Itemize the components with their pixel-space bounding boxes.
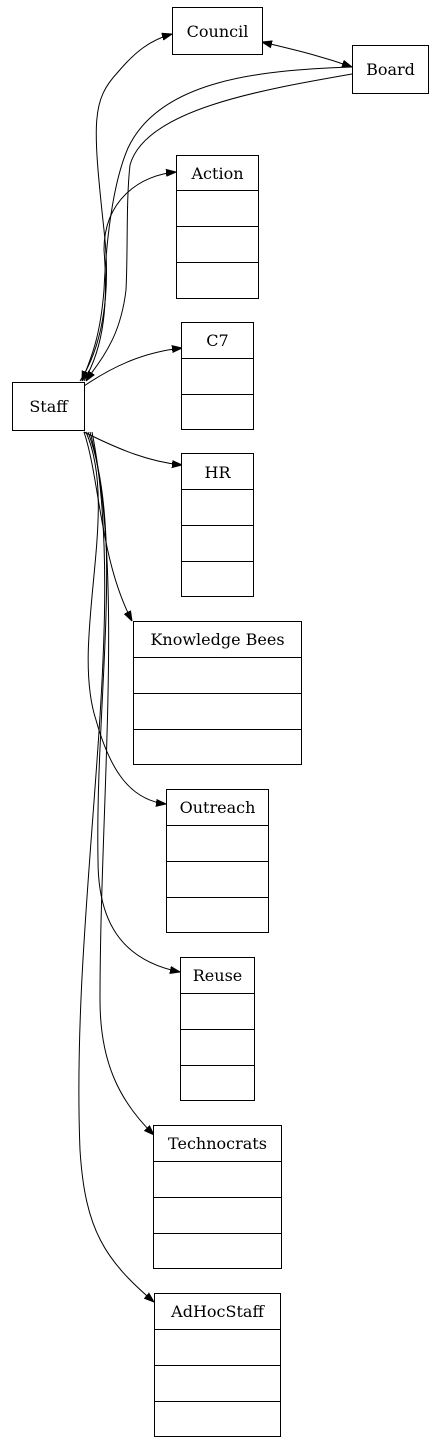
node-staff: Staff [12,382,85,431]
edge-staff-outreach [85,431,166,804]
node-board: Board [352,45,429,94]
node-technocrats: Technocrats [153,1125,282,1269]
adhocstaff-label: AdHocStaff [170,1302,265,1321]
board-label: Board [366,60,415,79]
node-outreach: Outreach [166,789,269,933]
edge-staff-technocrats [89,431,154,1135]
node-council: Council [172,7,263,55]
node-hr: HR [181,453,254,597]
edge-staff-c7 [83,348,182,387]
edge-staff-adhocstaff [78,431,154,1302]
edge-staff-action [83,172,176,382]
node-adhocstaff: AdHocStaff [154,1293,281,1437]
node-knowledge-bees: Knowledge Bees [133,621,302,765]
outreach-label: Outreach [180,798,256,817]
edge-staff-knowledge-bees [83,431,132,621]
technocrats-label: Technocrats [168,1134,267,1153]
edge-staff-council [79,34,172,382]
council-label: Council [187,22,249,41]
edge-board-staff-1 [82,66,353,381]
board-box [352,45,429,94]
knowledge-bees-label: Knowledge Bees [150,630,284,649]
action-label: Action [191,164,244,183]
reuse-label: Reuse [193,966,243,985]
c7-box [181,322,254,430]
node-action: Action [176,155,259,299]
edge-staff-reuse [87,431,180,972]
edges [78,34,353,1302]
edge-staff-hr [83,431,182,465]
edge-council-board [262,42,352,67]
edge-board-staff-2 [86,73,353,381]
hr-label: HR [205,463,232,482]
council-box [172,7,263,55]
node-c7: C7 [181,322,254,430]
c7-label: C7 [206,331,228,350]
staff-box [12,382,85,431]
node-reuse: Reuse [180,957,255,1101]
staff-label: Staff [29,397,69,416]
